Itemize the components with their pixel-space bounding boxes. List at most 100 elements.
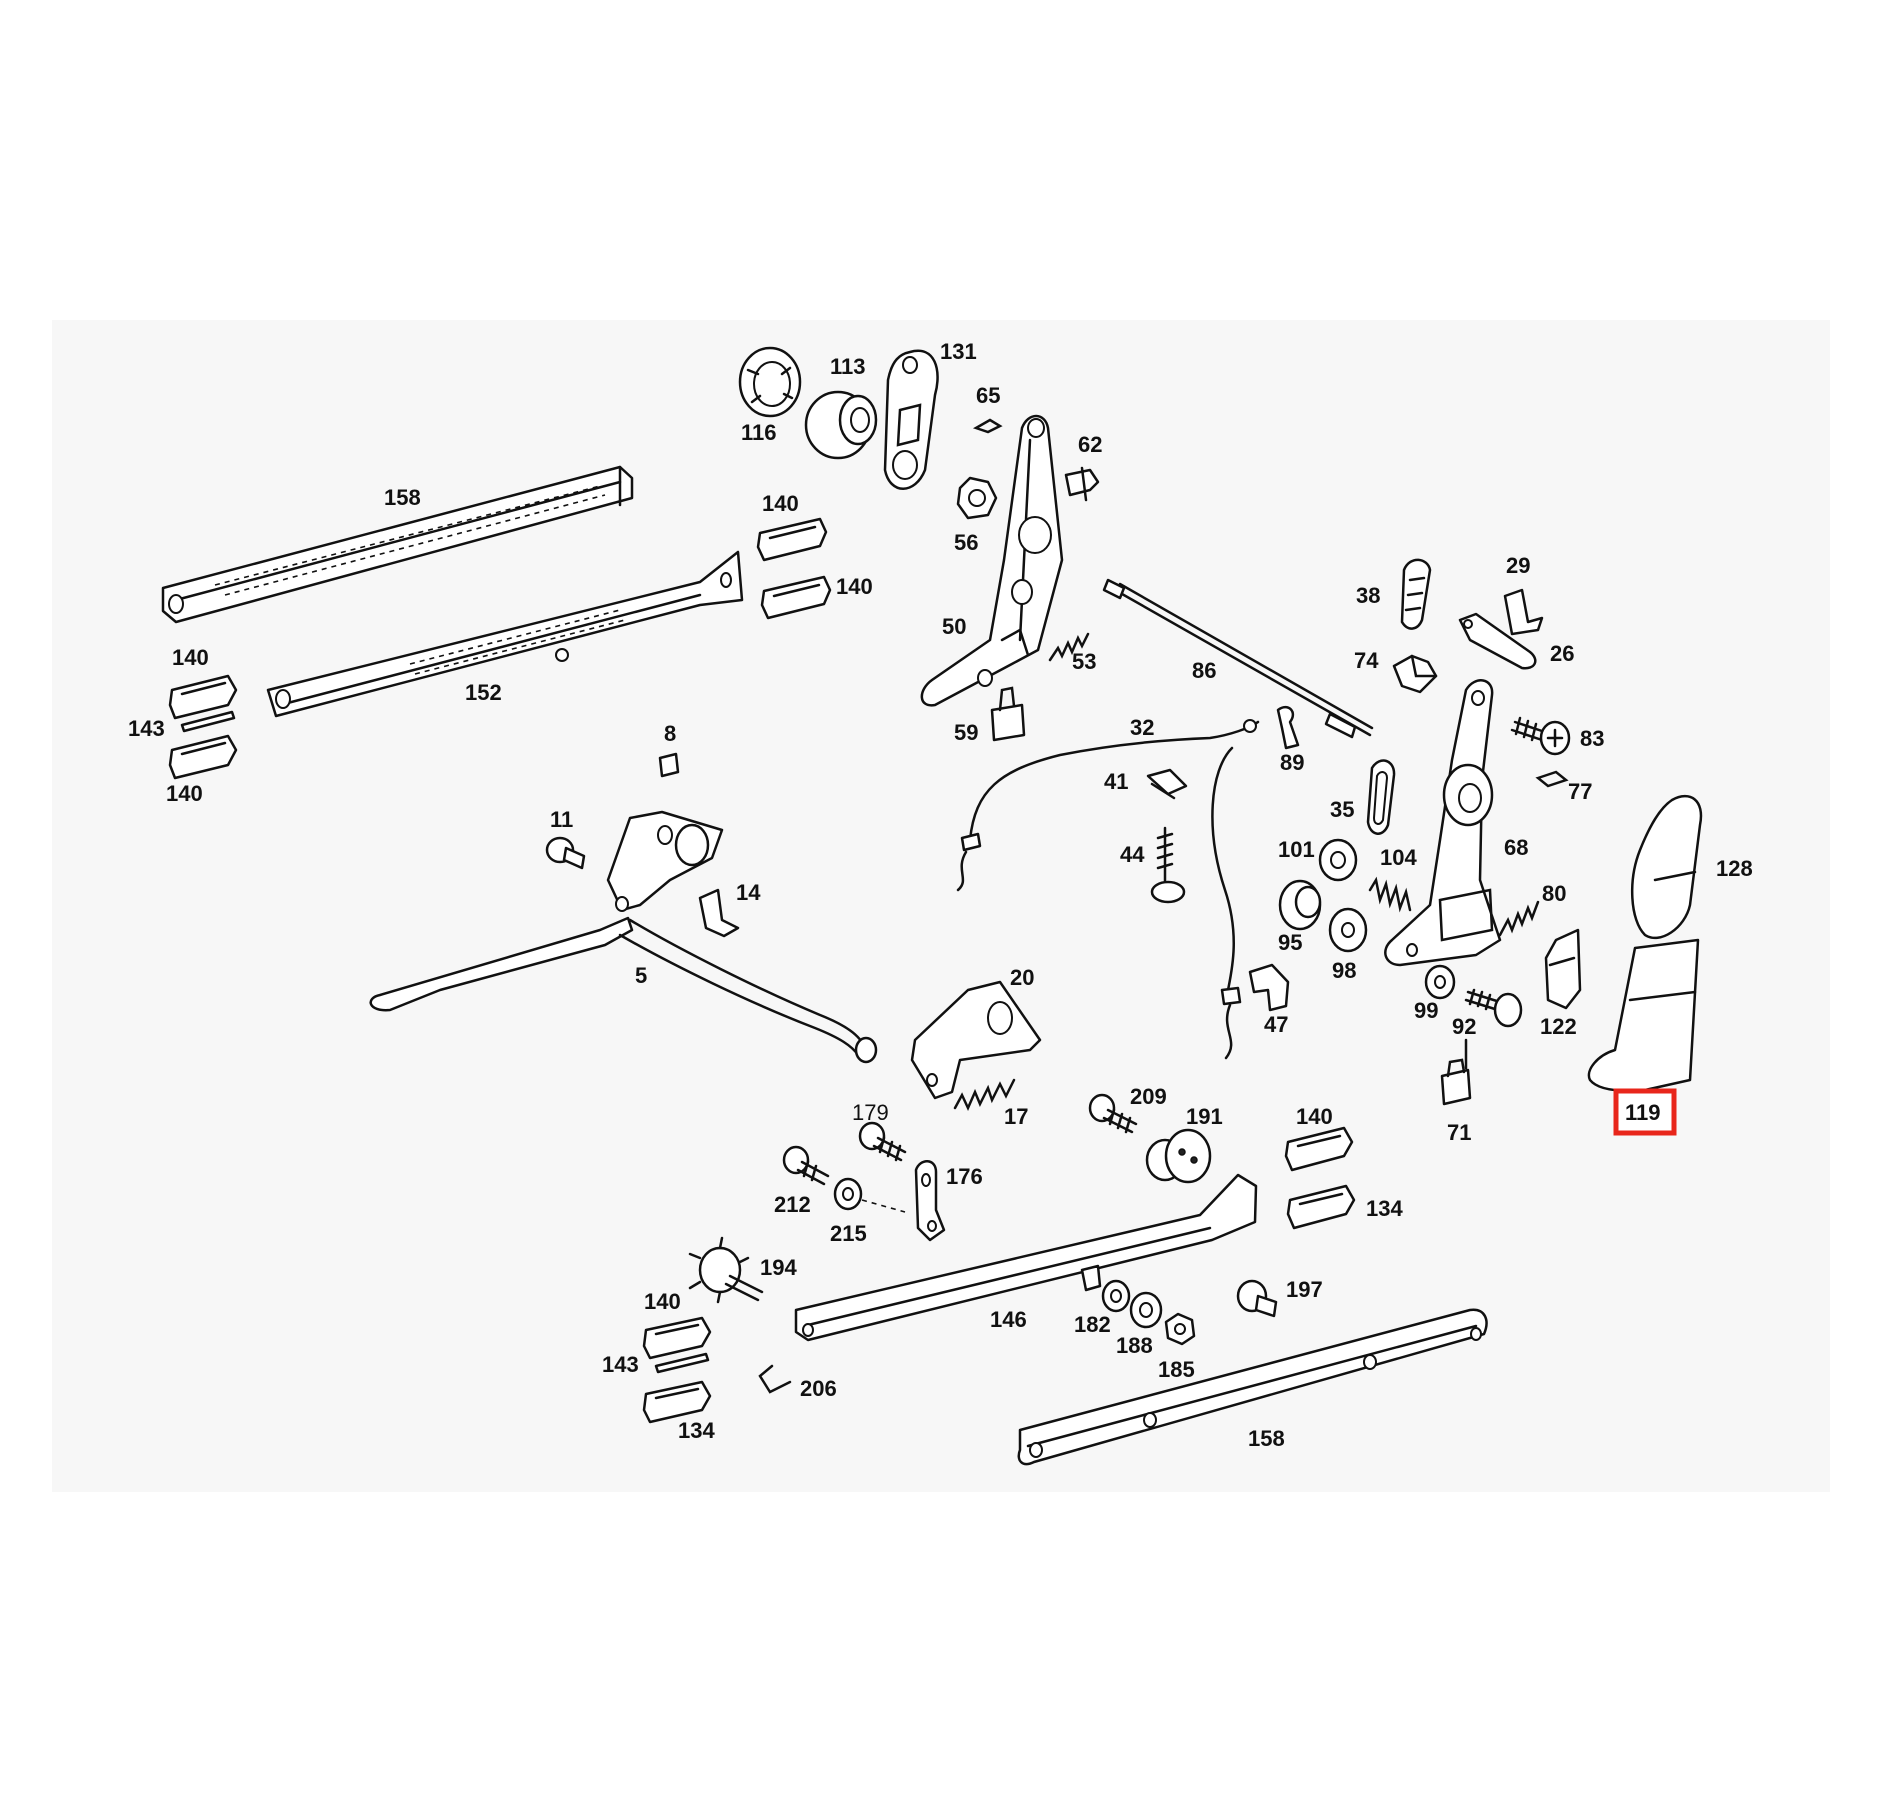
part-44-screw <box>1150 826 1186 904</box>
label-80: 80 <box>1542 881 1566 906</box>
label-71: 71 <box>1447 1120 1471 1145</box>
label-8: 8 <box>664 721 676 746</box>
label-146: 146 <box>990 1307 1027 1332</box>
label-65: 65 <box>976 383 1000 408</box>
label-119: 119 <box>1625 1100 1661 1125</box>
part-104-spring <box>1368 876 1412 913</box>
label-11: 11 <box>550 807 573 832</box>
label-98: 98 <box>1332 958 1356 983</box>
label-32: 32 <box>1130 715 1154 740</box>
label-89: 89 <box>1280 750 1304 775</box>
label-140-left-bottom: 140 <box>166 781 203 806</box>
label-158-top: 158 <box>384 485 421 510</box>
label-77: 77 <box>1568 779 1592 804</box>
part-188-washer <box>1129 1291 1163 1329</box>
label-206: 206 <box>800 1376 837 1401</box>
label-140-right: 140 <box>1296 1104 1333 1129</box>
label-128: 128 <box>1716 856 1753 881</box>
label-14: 14 <box>736 880 761 905</box>
part-140-slider-top-b <box>760 575 832 620</box>
part-56-washer <box>956 476 998 520</box>
part-215-washer <box>833 1177 906 1213</box>
part-158-lower-rail <box>1017 1308 1488 1466</box>
part-140-slider-left-a <box>168 674 238 720</box>
label-152: 152 <box>465 680 502 705</box>
part-83-screw <box>1510 716 1571 756</box>
label-26: 26 <box>1550 641 1574 666</box>
part-128-trim-cover <box>1631 794 1703 940</box>
label-140-left-top: 140 <box>172 645 209 670</box>
part-62-fitting <box>1064 466 1100 502</box>
label-191: 191 <box>1186 1104 1223 1129</box>
part-41-clip <box>1146 768 1188 800</box>
label-185: 185 <box>1158 1357 1195 1382</box>
label-179: 179 <box>852 1100 889 1125</box>
label-38: 38 <box>1356 583 1380 608</box>
part-116-ring <box>738 346 802 418</box>
part-26-lever <box>1458 612 1537 670</box>
label-35: 35 <box>1330 797 1354 822</box>
part-182-washer <box>1101 1279 1131 1313</box>
part-29-clip <box>1503 588 1544 636</box>
label-92: 92 <box>1452 1014 1476 1039</box>
part-77-clip <box>1535 770 1569 788</box>
label-134-bottom: 134 <box>678 1418 715 1443</box>
part-212-bolt <box>782 1145 830 1186</box>
part-59-block <box>990 686 1026 742</box>
part-86-rod <box>1102 578 1374 739</box>
part-146-cross-bar <box>794 1173 1258 1342</box>
label-53: 53 <box>1072 649 1096 674</box>
part-209-bolt <box>1088 1093 1138 1134</box>
part-140-slider-bottom <box>642 1316 712 1360</box>
label-5: 5 <box>635 963 647 988</box>
label-56: 56 <box>954 530 978 555</box>
part-122-cover <box>1544 928 1582 1010</box>
label-188: 188 <box>1116 1333 1153 1358</box>
label-197: 197 <box>1286 1277 1323 1302</box>
label-59: 59 <box>954 720 978 745</box>
part-71-block <box>1440 1038 1472 1106</box>
part-197-bolt <box>1236 1279 1278 1318</box>
part-38-cover <box>1400 558 1432 630</box>
part-89-clip <box>1276 705 1300 750</box>
callout-labels: 158 152 140 140 140 143 140 116 113 131 … <box>128 339 1753 1451</box>
part-185-nut <box>1164 1312 1196 1346</box>
label-41: 41 <box>1104 769 1128 794</box>
part-134-slider-right <box>1286 1184 1356 1230</box>
part-20-mount-bracket <box>910 980 1042 1100</box>
part-134-slider-bottom <box>642 1380 712 1424</box>
part-113-bushing <box>804 390 878 460</box>
label-140-top-b: 140 <box>836 574 873 599</box>
part-179-bolt <box>858 1121 907 1162</box>
part-99-washer <box>1424 964 1456 1000</box>
label-131: 131 <box>940 339 977 364</box>
part-143-pin-left <box>180 710 236 733</box>
label-20: 20 <box>1010 965 1034 990</box>
label-68: 68 <box>1504 835 1528 860</box>
label-113: 113 <box>830 354 866 379</box>
label-104: 104 <box>1380 845 1417 870</box>
label-17: 17 <box>1004 1104 1028 1129</box>
part-140-slider-top-a <box>756 517 828 562</box>
highlight-box-119 <box>1613 1088 1677 1136</box>
part-152-seat-rail <box>266 550 744 718</box>
part-68-recliner-plate <box>1384 679 1502 967</box>
part-47-bracket <box>1248 963 1290 1012</box>
label-212: 212 <box>774 1192 811 1217</box>
part-35-loop <box>1366 759 1396 835</box>
label-143-left: 143 <box>128 716 165 741</box>
label-158-bottom: 158 <box>1248 1426 1285 1451</box>
label-47: 47 <box>1264 1012 1288 1037</box>
part-140-slider-right <box>1284 1126 1354 1172</box>
part-32-cable <box>956 719 1260 1060</box>
part-50-bracket <box>920 414 1064 707</box>
part-92-screw <box>1464 988 1523 1028</box>
part-95-bushing <box>1278 879 1322 931</box>
part-158-upper-rail <box>161 465 634 624</box>
label-29: 29 <box>1506 553 1530 578</box>
part-98-washer <box>1328 907 1368 953</box>
label-62: 62 <box>1078 432 1102 457</box>
label-95: 95 <box>1278 930 1302 955</box>
